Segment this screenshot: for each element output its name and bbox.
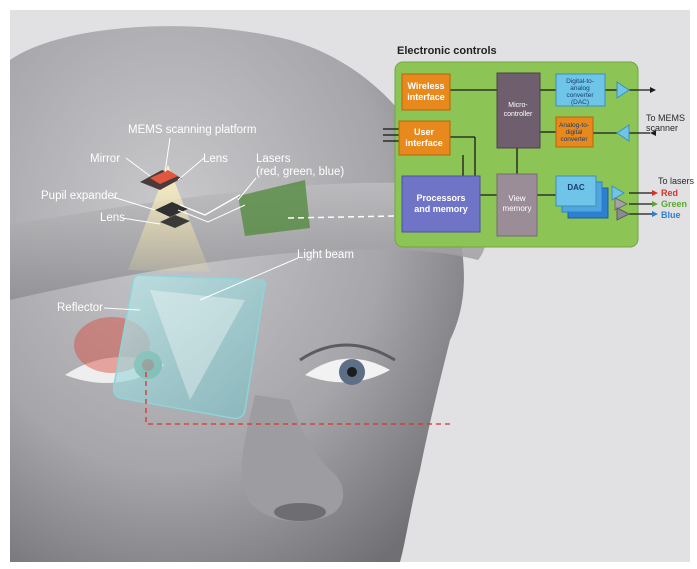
label-mems-platform: MEMS scanning platform bbox=[128, 124, 256, 136]
dac-top-label-1: Digital-to- bbox=[566, 78, 594, 85]
label-reflector: Reflector bbox=[57, 302, 103, 314]
label-red: Red bbox=[661, 188, 678, 198]
processors-label-1: Processors bbox=[416, 193, 465, 203]
view-label-1: View bbox=[508, 194, 525, 203]
label-lens-left: Lens bbox=[100, 212, 125, 224]
label-lasers-rgb: (red, green, blue) bbox=[256, 166, 344, 178]
wireless-label-1: Wireless bbox=[408, 81, 445, 91]
label-to-lasers: To lasers bbox=[658, 176, 695, 186]
view-label-2: memory bbox=[503, 204, 532, 213]
label-blue: Blue bbox=[661, 210, 681, 220]
dac-label: DAC bbox=[567, 183, 585, 192]
label-green: Green bbox=[661, 199, 687, 209]
right-pupil bbox=[347, 367, 357, 377]
dac-top-label-3: converter bbox=[566, 92, 594, 99]
label-light-beam: Light beam bbox=[297, 249, 354, 261]
label-mems-scanner: scanner bbox=[646, 123, 678, 133]
dac-top-label-4: (DAC) bbox=[571, 99, 589, 106]
adc-label-2: digital bbox=[566, 129, 584, 136]
user-label-2: interface bbox=[405, 138, 443, 148]
electronic-controls-title: Electronic controls bbox=[397, 45, 497, 57]
processors-label-2: and memory bbox=[414, 204, 468, 214]
adc-label-1: Analog-to- bbox=[559, 122, 589, 129]
label-mirror: Mirror bbox=[90, 153, 120, 165]
nostril bbox=[274, 503, 326, 521]
micro-label-1: Micro- bbox=[508, 102, 528, 109]
wireless-label-2: interface bbox=[407, 92, 445, 102]
label-lens-top: Lens bbox=[203, 153, 228, 165]
label-lasers: Lasers bbox=[256, 153, 291, 165]
adc-label-3: converter bbox=[560, 136, 588, 143]
electronic-controls: Electronic controls Wireless bbox=[383, 45, 658, 247]
micro-label-2: controller bbox=[504, 111, 533, 118]
label-to-mems: To MEMS bbox=[646, 113, 685, 123]
dac-top-label-2: analog bbox=[570, 85, 590, 92]
label-pupil-expander: Pupil expander bbox=[41, 190, 118, 202]
user-label-1: User bbox=[414, 127, 435, 137]
